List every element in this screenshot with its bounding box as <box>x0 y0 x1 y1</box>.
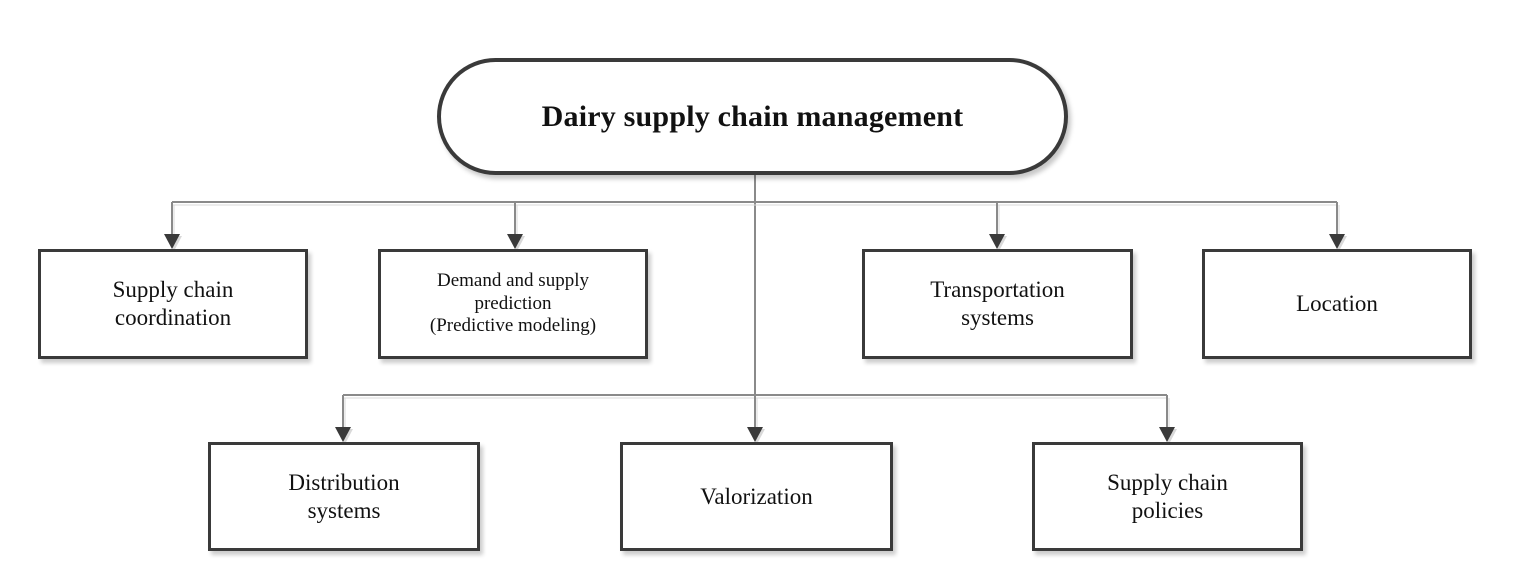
node-transportation-systems[interactable]: Transportation systems <box>862 249 1133 359</box>
arrowhead <box>1329 234 1345 249</box>
node-supply-chain-coordination-label: Supply chain coordination <box>112 277 234 330</box>
arrowhead <box>335 427 351 442</box>
arrowhead <box>164 234 180 249</box>
node-valorization-label: Valorization <box>700 483 813 509</box>
node-supply-chain-policies[interactable]: Supply chain policies <box>1032 442 1303 551</box>
node-transportation-systems-label: Transportation systems <box>930 277 1065 330</box>
node-supply-chain-policies-label: Supply chain policies <box>1107 469 1228 523</box>
arrowhead <box>747 427 763 442</box>
node-root-label: Dairy supply chain management <box>541 99 964 133</box>
node-distribution-systems-label: Distribution systems <box>288 469 400 523</box>
node-supply-chain-coordination[interactable]: Supply chain coordination <box>38 249 308 359</box>
arrowheads <box>164 234 1347 444</box>
node-demand-and-supply-prediction[interactable]: Demand and supply prediction (Predictive… <box>378 249 648 359</box>
node-dairy-supply-chain-management[interactable]: Dairy supply chain management <box>437 58 1068 175</box>
node-demand-and-supply-prediction-label: Demand and supply prediction (Predictive… <box>429 269 597 337</box>
node-distribution-systems[interactable]: Distribution systems <box>208 442 480 551</box>
arrowhead <box>507 234 523 249</box>
arrowhead <box>1159 427 1175 442</box>
node-valorization[interactable]: Valorization <box>620 442 893 551</box>
node-location-label: Location <box>1296 291 1378 317</box>
node-location[interactable]: Location <box>1202 249 1472 359</box>
arrowhead <box>989 234 1005 249</box>
connector-lines <box>171 175 1340 440</box>
